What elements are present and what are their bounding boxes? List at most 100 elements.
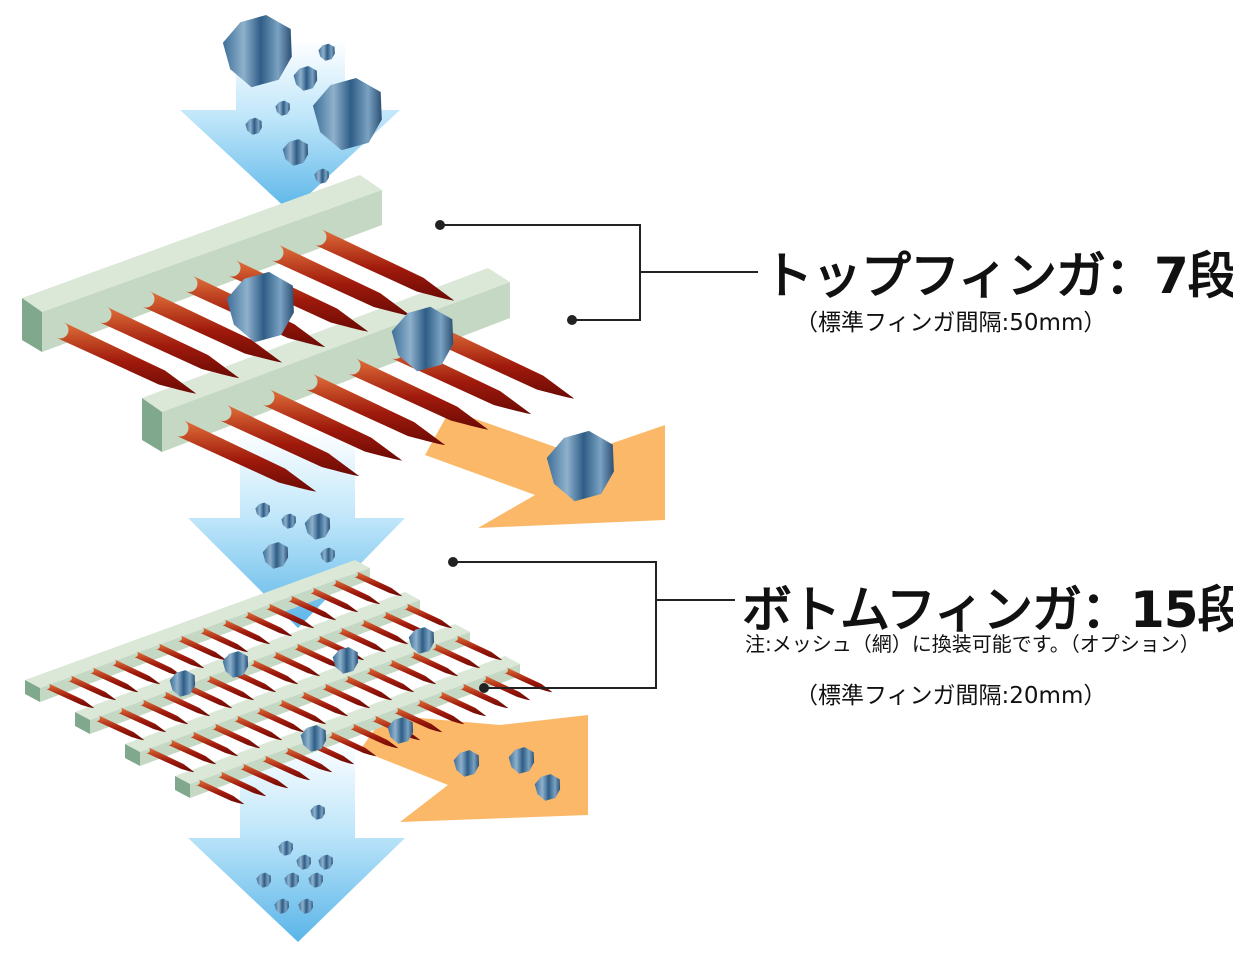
bottom-finger	[403, 603, 453, 629]
rock	[408, 627, 435, 654]
bottom-finger	[343, 675, 393, 701]
rock	[300, 725, 327, 752]
rock	[453, 750, 480, 777]
bottom-finger	[239, 763, 289, 789]
rock	[308, 872, 323, 888]
top-finger	[56, 322, 196, 394]
bottom-finger	[437, 691, 487, 717]
bottom-finger	[217, 771, 267, 797]
bottom-finger	[331, 579, 381, 605]
rock	[387, 717, 414, 744]
rock	[304, 513, 331, 540]
bottom-finger	[287, 595, 337, 621]
rock	[314, 168, 329, 184]
top-finger	[142, 291, 282, 363]
bottom-finger-deck	[25, 560, 553, 805]
bottom-finger	[359, 619, 409, 645]
bottom-finger	[409, 651, 459, 677]
bottom-finger	[67, 675, 117, 701]
bottom-finger	[453, 635, 503, 661]
bottom-bar-side	[175, 776, 190, 798]
bottom-finger	[431, 643, 481, 669]
bottom-finger	[255, 707, 305, 733]
rock	[284, 872, 299, 888]
rock	[318, 43, 335, 61]
top-deck-back-bar-side	[22, 298, 42, 352]
bottom-bar-top	[25, 560, 370, 688]
bottom-finger	[337, 627, 387, 653]
top-finger	[271, 244, 411, 316]
top-finger	[434, 327, 574, 399]
bottom-finger	[183, 683, 233, 709]
rock	[262, 542, 289, 569]
rock	[391, 306, 454, 372]
bottom-finger	[365, 667, 415, 693]
bottom-finger-note: 注:メッシュ（網）に換装可能です。（オプション）	[745, 632, 1200, 656]
bottom-finger	[161, 691, 211, 717]
rock	[310, 804, 325, 820]
rock	[318, 854, 333, 870]
bottom-finger	[393, 707, 443, 733]
top-deck-back-bar-front	[42, 190, 382, 352]
bottom-finger	[459, 683, 509, 709]
top-finger	[99, 306, 239, 378]
bottom-finger	[111, 659, 161, 685]
bottom-finger-spacing: （標準フィンガ間隔:20mm）	[795, 683, 1107, 709]
rock	[222, 15, 292, 88]
bottom-finger-title: ボトムフィンガ：15段	[742, 581, 1233, 639]
rock	[296, 854, 311, 870]
bottom-finger	[299, 691, 349, 717]
top-finger	[262, 389, 402, 461]
bottom-finger	[205, 675, 255, 701]
rock	[222, 651, 249, 678]
bottom-finger	[155, 643, 205, 669]
bottom-finger	[211, 723, 261, 749]
rock	[508, 747, 535, 774]
rock	[298, 898, 313, 914]
bottom-finger	[309, 587, 359, 613]
bottom-finger	[283, 747, 333, 773]
top-finger	[305, 373, 445, 445]
rock	[312, 78, 382, 151]
bottom-finger	[265, 603, 315, 629]
bottom-bar-top	[75, 592, 420, 720]
rock	[320, 547, 335, 563]
bottom-finger	[195, 779, 245, 805]
rock	[256, 872, 271, 888]
bottom-finger	[233, 715, 283, 741]
bottom-finger	[503, 667, 553, 693]
top-finger-deck	[22, 175, 574, 492]
top-finger-title: トップフィンガ：7段	[763, 247, 1233, 305]
rock	[274, 898, 289, 914]
top-finger	[176, 420, 316, 492]
top-deck-front-bar-side	[142, 398, 162, 452]
rock	[169, 670, 196, 697]
bottom-finger	[243, 611, 293, 637]
rock	[245, 117, 262, 135]
top-leader-lines	[435, 220, 758, 325]
rock	[226, 271, 294, 343]
rock	[275, 100, 290, 116]
bottom-finger	[387, 659, 437, 685]
rock	[282, 139, 309, 166]
bottom-finger	[189, 731, 239, 757]
top-finger	[314, 229, 454, 301]
rock	[332, 647, 359, 674]
bottom-finger	[199, 627, 249, 653]
top-finger	[348, 358, 488, 430]
rock	[255, 502, 270, 518]
bottom-finger	[415, 699, 465, 725]
bottom-bar-top	[175, 656, 520, 784]
rock	[546, 430, 614, 502]
bottom-finger	[89, 667, 139, 693]
outgoing-flow-arrow	[188, 740, 405, 942]
middle-flow-arrow	[188, 430, 405, 628]
bottom-bar-side	[75, 712, 90, 734]
bottom-finger	[327, 731, 377, 757]
bottom-finger	[177, 635, 227, 661]
top-finger	[219, 404, 359, 476]
bottom-finger	[277, 699, 327, 725]
bottom-finger	[353, 571, 403, 597]
rock	[293, 66, 318, 91]
